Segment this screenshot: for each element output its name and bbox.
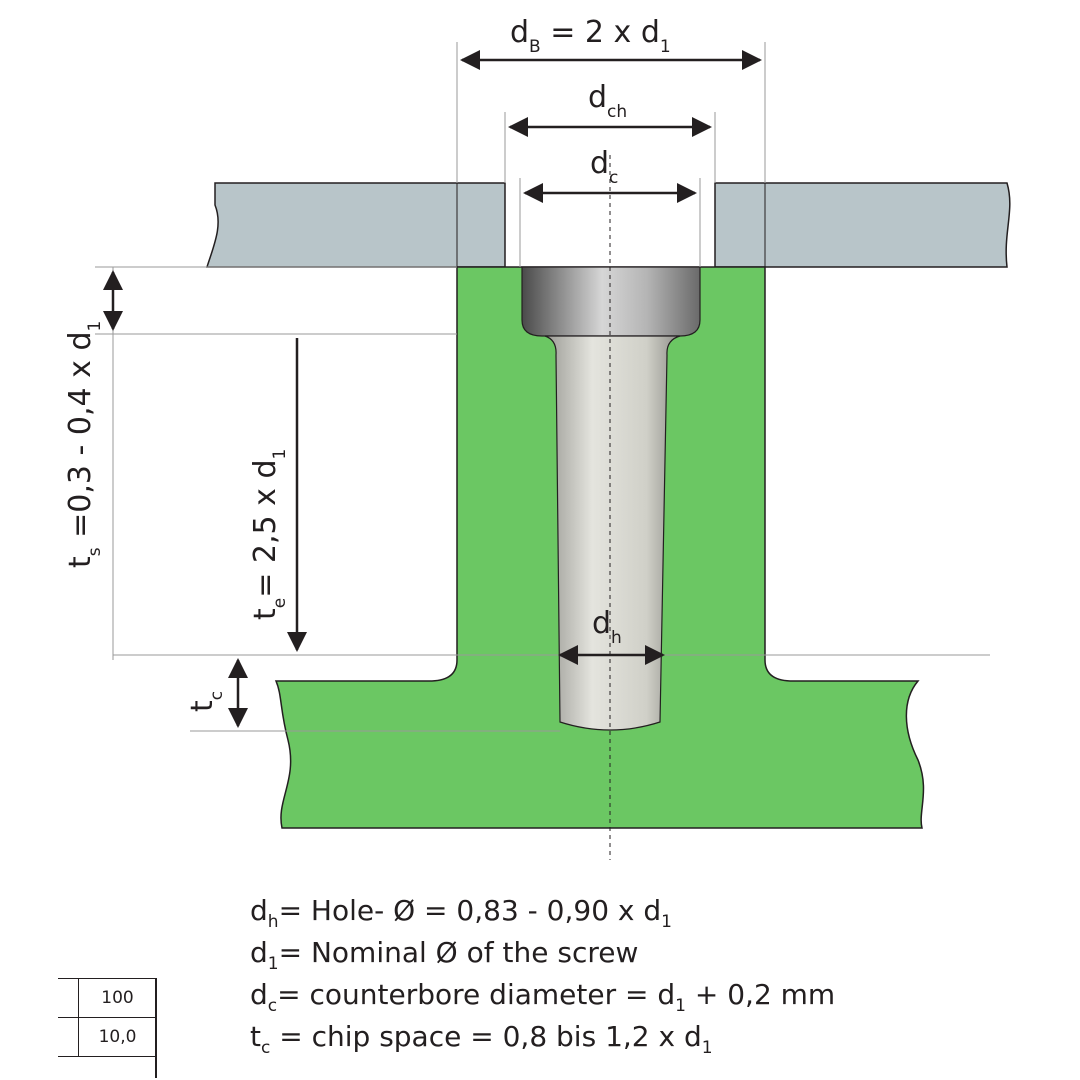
tc-label: tc — [185, 691, 227, 712]
legend-line-dc: dc= counterbore diameter = d1 + 0,2 mm — [250, 978, 836, 1016]
ts-label: ts =0,3 - 0,4 x d1 — [63, 321, 105, 568]
dh-label: dh — [592, 606, 622, 648]
screw-head — [521, 266, 701, 337]
scale-value: 100 — [78, 978, 157, 1018]
te-label: te= 2,5 x d1 — [248, 449, 290, 620]
scale-value: 10,0 — [78, 1017, 157, 1057]
table-row: 100 — [58, 978, 157, 1018]
legend-line-dh: dh= Hole- Ø = 0,83 - 0,90 x d1 — [250, 894, 672, 932]
dB-label: dB = 2 x d1 — [510, 15, 671, 57]
dch-label: dch — [588, 80, 627, 122]
scale-table: 100 10,0 — [58, 978, 157, 1057]
screw-shank — [544, 335, 681, 731]
top-plate-right — [714, 182, 1011, 268]
guide-lines — [95, 42, 990, 732]
formula-legend: dh= Hole- Ø = 0,83 - 0,90 x d1 d1= Nomin… — [250, 890, 835, 1058]
dc-label: dc — [590, 146, 618, 188]
top-plate-left — [205, 182, 506, 268]
table-row: 10,0 — [58, 1017, 157, 1057]
legend-line-d1: d1= Nominal Ø of the screw — [250, 936, 639, 974]
scale-bracket — [155, 978, 157, 1078]
legend-line-tc: tc = chip space = 0,8 bis 1,2 x d1 — [250, 1020, 713, 1058]
